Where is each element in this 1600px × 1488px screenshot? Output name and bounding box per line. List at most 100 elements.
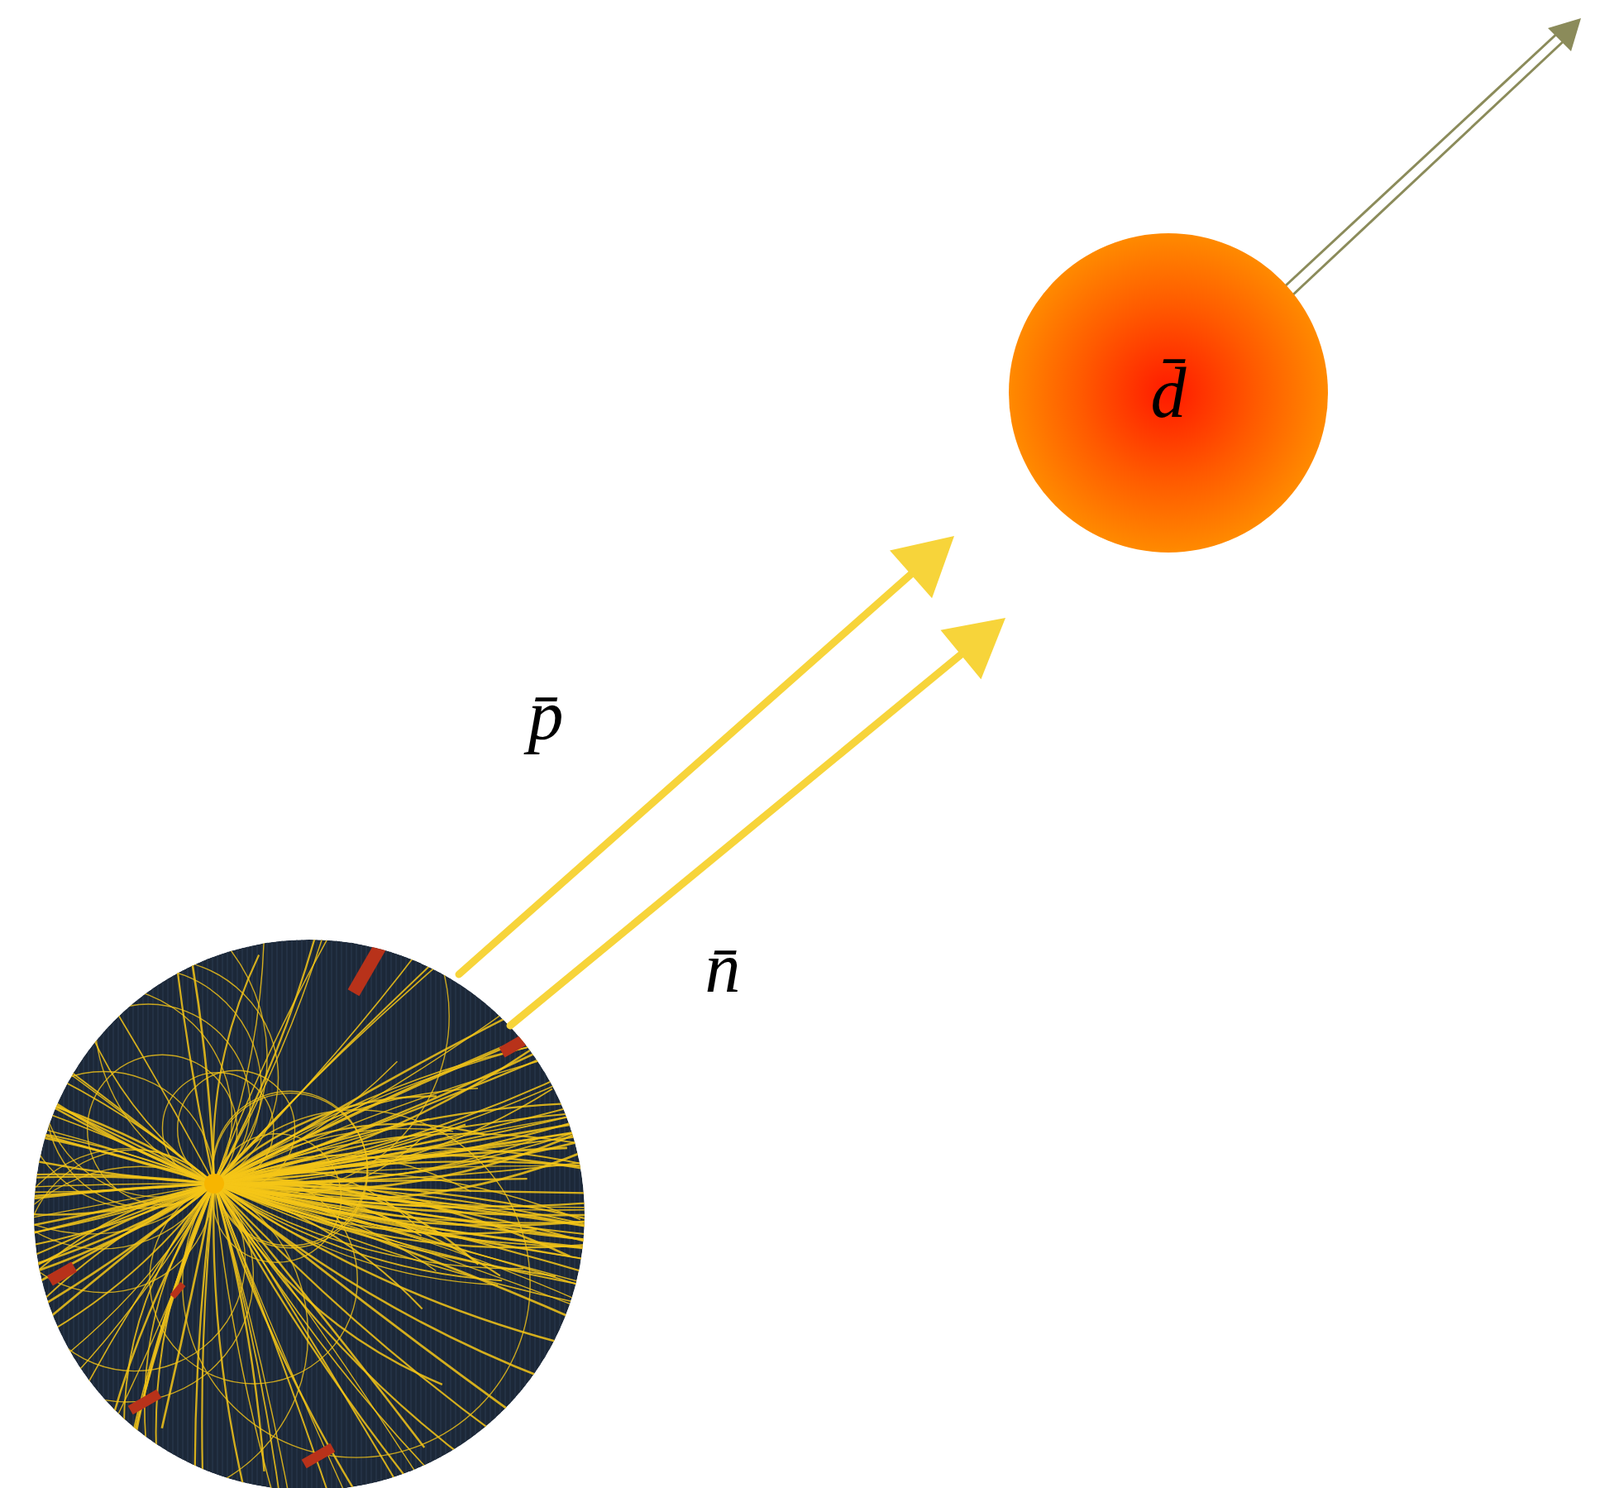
arrow-line bbox=[1284, 29, 1562, 287]
antineutron-arrow bbox=[510, 617, 1006, 1026]
particle-track bbox=[214, 1183, 752, 1280]
texture-line bbox=[544, 939, 546, 1488]
particle-track bbox=[214, 1079, 782, 1184]
calorimeter-hit bbox=[128, 1389, 163, 1414]
vertex bbox=[204, 1173, 225, 1194]
deuteron-direction-arrow bbox=[1284, 18, 1581, 296]
particle-track bbox=[214, 931, 768, 1184]
curling-track bbox=[162, 1072, 273, 1184]
curling-track bbox=[0, 1165, 309, 1488]
curling-track bbox=[40, 958, 279, 1197]
texture-line bbox=[435, 939, 437, 1488]
circle-fill bbox=[1008, 233, 1328, 553]
antiproton-arrow-head bbox=[889, 535, 955, 598]
particle-track bbox=[214, 1183, 784, 1282]
particle-track bbox=[158, 588, 215, 1184]
particle-track bbox=[214, 890, 657, 1184]
calorimeter-hit bbox=[301, 1442, 336, 1468]
particle-track bbox=[214, 889, 265, 1184]
curling-track bbox=[0, 881, 268, 1234]
particle-track bbox=[214, 1183, 750, 1250]
particle-track bbox=[0, 1183, 215, 1416]
texture-line bbox=[450, 939, 452, 1488]
particle-track bbox=[214, 1183, 557, 1488]
curling-track bbox=[0, 985, 233, 1249]
particle-track bbox=[214, 798, 526, 1184]
texture-line bbox=[430, 939, 432, 1488]
texture-line bbox=[579, 939, 581, 1488]
particle-track bbox=[213, 954, 259, 1184]
curling-track bbox=[19, 966, 262, 1209]
texture-line bbox=[247, 939, 249, 1488]
particle-track bbox=[214, 1183, 674, 1345]
antineutron-arrow-head bbox=[940, 617, 1006, 679]
texture-line bbox=[187, 939, 189, 1488]
texture-line bbox=[277, 939, 278, 1488]
particle-symbol: d̄ bbox=[1151, 357, 1187, 429]
calorimeter-hit bbox=[348, 939, 389, 997]
particle-track bbox=[0, 1183, 215, 1442]
texture-line bbox=[554, 939, 556, 1488]
particle-track bbox=[214, 651, 361, 1184]
particle-track bbox=[214, 1183, 829, 1264]
particle-track bbox=[214, 740, 368, 1184]
texture-line bbox=[440, 939, 442, 1488]
texture-line bbox=[152, 939, 154, 1488]
texture-line bbox=[445, 939, 447, 1488]
curling-track bbox=[182, 1109, 531, 1457]
antiproton-arrow-shaft bbox=[458, 573, 912, 975]
particle-track bbox=[0, 934, 215, 1184]
particle-track bbox=[214, 1183, 436, 1271]
curling-track bbox=[23, 1149, 245, 1371]
texture-line bbox=[281, 939, 283, 1488]
particle-track bbox=[214, 1183, 428, 1488]
particle-track bbox=[214, 1183, 498, 1285]
particle-track bbox=[0, 1183, 215, 1439]
particle-track bbox=[214, 1088, 817, 1184]
texture-line bbox=[574, 939, 576, 1488]
particle-track bbox=[214, 1183, 672, 1315]
collision-event bbox=[0, 588, 829, 1488]
particle-track bbox=[0, 1183, 215, 1472]
calorimeter-hit bbox=[499, 1034, 527, 1057]
particle-label: p̄ bbox=[528, 678, 564, 750]
curling-track bbox=[46, 1003, 250, 1208]
antineutron-arrow-shaft bbox=[510, 654, 961, 1026]
particle-track bbox=[214, 1183, 807, 1291]
particle-track bbox=[0, 929, 215, 1184]
particle-track bbox=[214, 1183, 501, 1276]
arrow-head bbox=[1547, 18, 1581, 52]
texture-line bbox=[267, 939, 268, 1488]
texture-line bbox=[103, 939, 105, 1488]
antiproton-arrow bbox=[458, 535, 955, 975]
curling-track bbox=[212, 1133, 342, 1263]
curling-track bbox=[95, 838, 450, 1194]
particle-label: n̄ bbox=[705, 931, 741, 1003]
texture-line bbox=[569, 939, 571, 1488]
texture-line bbox=[98, 939, 100, 1488]
particle-track bbox=[214, 792, 625, 1184]
particle-track bbox=[214, 1183, 677, 1215]
particle-track bbox=[0, 1050, 215, 1184]
particle-track bbox=[214, 1183, 546, 1379]
texture-line bbox=[549, 939, 551, 1488]
particle-track bbox=[0, 699, 215, 1184]
particle-track bbox=[214, 950, 754, 1184]
curling-track bbox=[0, 1071, 215, 1293]
particle-track bbox=[63, 944, 215, 1184]
curling-track bbox=[87, 1054, 238, 1204]
particle-track bbox=[94, 1183, 215, 1488]
calorimeter-hit bbox=[47, 1260, 77, 1285]
curling-track bbox=[0, 1148, 254, 1402]
particle-track bbox=[133, 712, 215, 1184]
particle-track bbox=[214, 1026, 671, 1184]
particle-track bbox=[214, 1183, 443, 1385]
arrow-line bbox=[1292, 37, 1568, 296]
texture-line bbox=[316, 939, 318, 1488]
particle-track bbox=[0, 1183, 215, 1441]
antideuteron-circle: d̄ bbox=[1008, 233, 1328, 553]
particle-track bbox=[214, 1167, 822, 1207]
particle-track bbox=[214, 1183, 454, 1208]
texture-line bbox=[113, 939, 115, 1488]
